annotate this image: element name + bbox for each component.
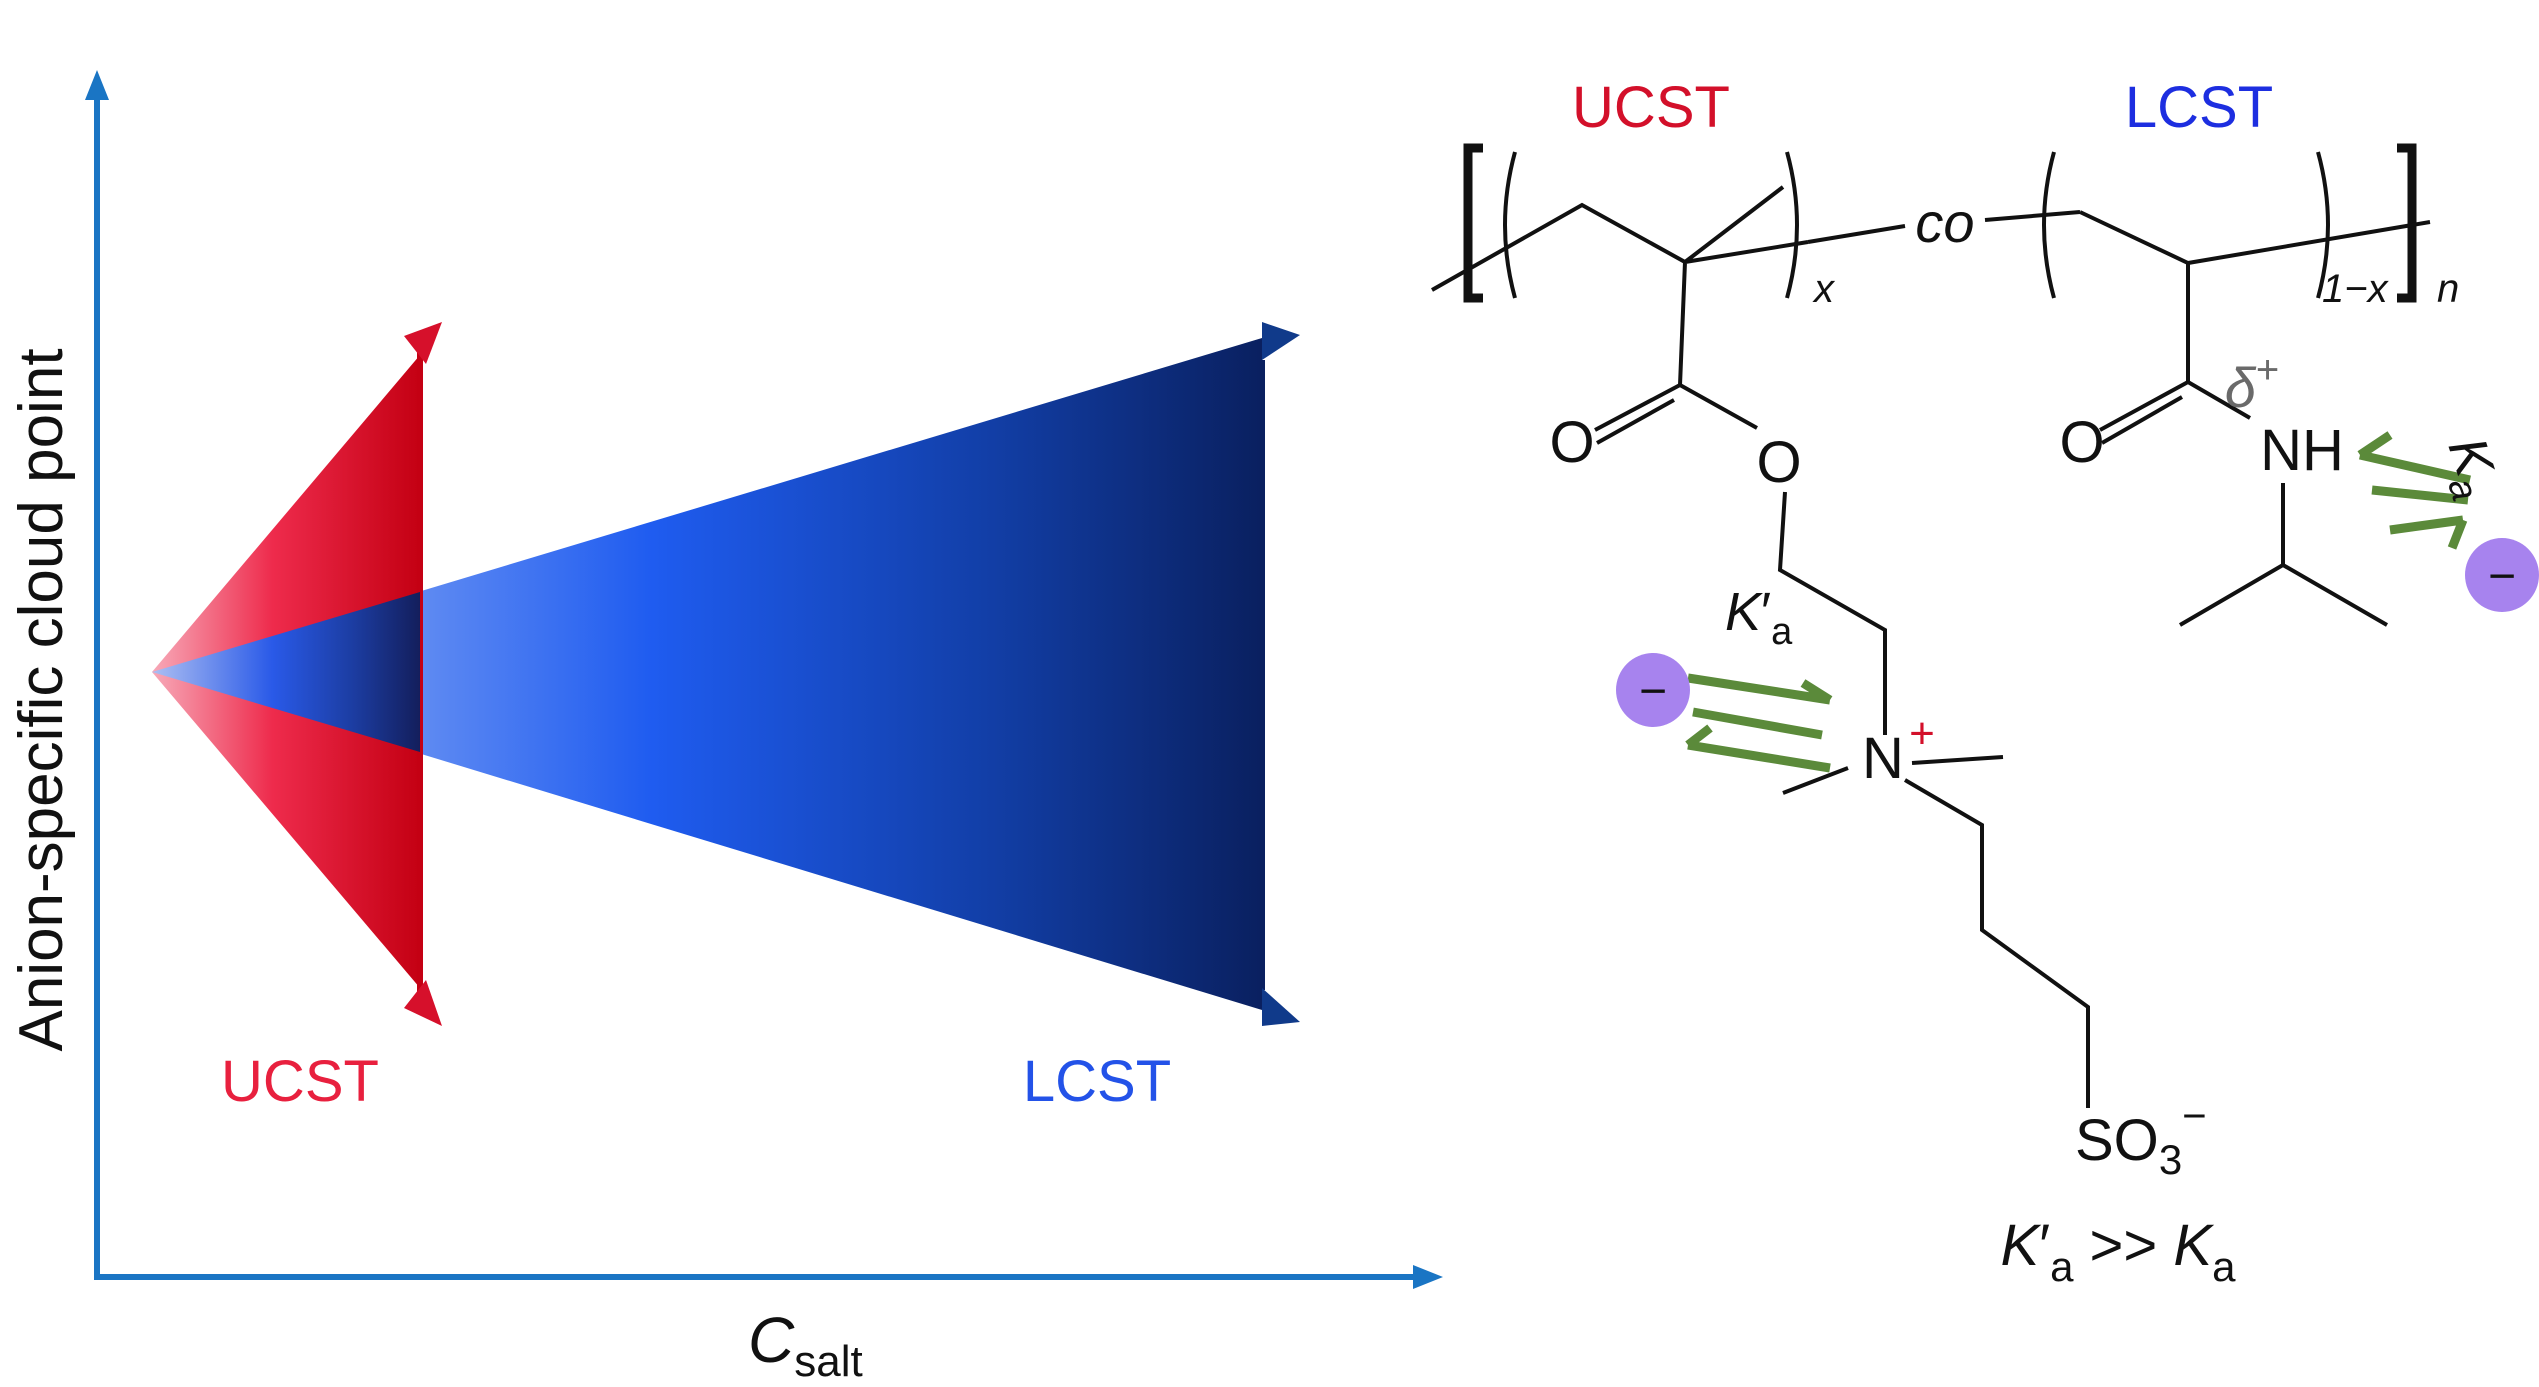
x-axis — [94, 1265, 1443, 1289]
co-link-right — [1984, 210, 2081, 222]
x-axis-label-sub: salt — [794, 1337, 862, 1386]
carbonyl-o-right: O — [2059, 410, 2104, 475]
lcst-wedge-overlay — [152, 592, 420, 752]
ka-left-prime: ′ — [1761, 582, 1771, 642]
so3-subscript: 3 — [2159, 1136, 2182, 1183]
ucst-open-paren — [1503, 151, 1517, 299]
structure-lcst-header: LCST — [2125, 75, 2273, 140]
co-label: co — [1915, 191, 1974, 254]
nh-label: NH — [2260, 418, 2344, 483]
y-axis-label: Anion-specific cloud point — [7, 348, 76, 1051]
ka-left-sub: a — [1771, 611, 1793, 653]
structure-ucst-header: UCST — [1572, 75, 1730, 140]
delta-charge: + — [2256, 348, 2279, 392]
relation-op: >> — [2073, 1213, 2173, 1278]
left-square-bracket — [1463, 143, 1483, 303]
n-label: N — [1862, 726, 1904, 791]
plot-lcst-label: LCST — [1023, 1049, 1171, 1114]
ucst-backbone — [1431, 185, 1809, 386]
subscript-n: n — [2437, 267, 2459, 311]
sulfonate-label: SO3− — [2075, 1092, 2207, 1183]
ammonium-substituents — [1782, 755, 2090, 1108]
plot-ucst-label: UCST — [221, 1049, 379, 1114]
ester-o: O — [1756, 430, 1801, 495]
cloud-point-plot: UCST LCST Anion-specific cloud point Csa… — [7, 70, 1443, 1386]
relation-k2: K — [2173, 1213, 2214, 1278]
anion-right-charge: − — [2488, 550, 2516, 603]
x-axis-label-main: C — [748, 1304, 795, 1376]
co-link-left — [1807, 224, 1906, 244]
equilibrium-arrow-left — [1685, 673, 1833, 773]
lcst-wedge — [152, 322, 1300, 1026]
x-axis-label: Csalt — [748, 1304, 863, 1386]
ester-chain — [1777, 491, 1887, 735]
lcst-carbonyl — [2099, 380, 2252, 445]
isopropyl — [2178, 483, 2388, 627]
anion-left-charge: − — [1639, 665, 1667, 718]
n-charge: + — [1909, 709, 1935, 758]
relation-sub2: a — [2212, 1243, 2236, 1290]
right-square-bracket — [2397, 143, 2417, 303]
lcst-backbone — [2079, 210, 2431, 382]
ka-left-label: K′a — [1725, 582, 1793, 653]
y-axis — [85, 70, 109, 1277]
so3-text: SO — [2075, 1108, 2159, 1173]
relation-sub1: a — [2050, 1243, 2074, 1290]
lcst-open-paren — [2042, 151, 2056, 299]
anion-right: − — [2465, 538, 2539, 612]
carbonyl-o-left: O — [1549, 410, 1594, 475]
ucst-carbonyl — [1594, 383, 1758, 445]
relation-label: K′a >> Ka — [2001, 1213, 2237, 1290]
lcst-subscript-1x: 1−x — [2322, 267, 2390, 311]
equilibrium-arrow-right — [2357, 431, 2471, 550]
relation-prime: ′ — [2039, 1213, 2050, 1278]
polymer-structure: UCST LCST O O O NH N + — [1431, 75, 2539, 1290]
ucst-close-paren — [1785, 151, 1799, 299]
ka-left-main: K — [1725, 582, 1763, 642]
so3-charge: − — [2182, 1092, 2207, 1139]
ucst-subscript-x: x — [1812, 267, 1836, 311]
relation-k1: K — [2001, 1213, 2042, 1278]
delta-plus: δ+ — [2225, 348, 2279, 419]
lcst-close-paren — [2316, 151, 2330, 299]
delta-symbol: δ — [2225, 356, 2257, 419]
anion-left: − — [1616, 653, 1690, 727]
